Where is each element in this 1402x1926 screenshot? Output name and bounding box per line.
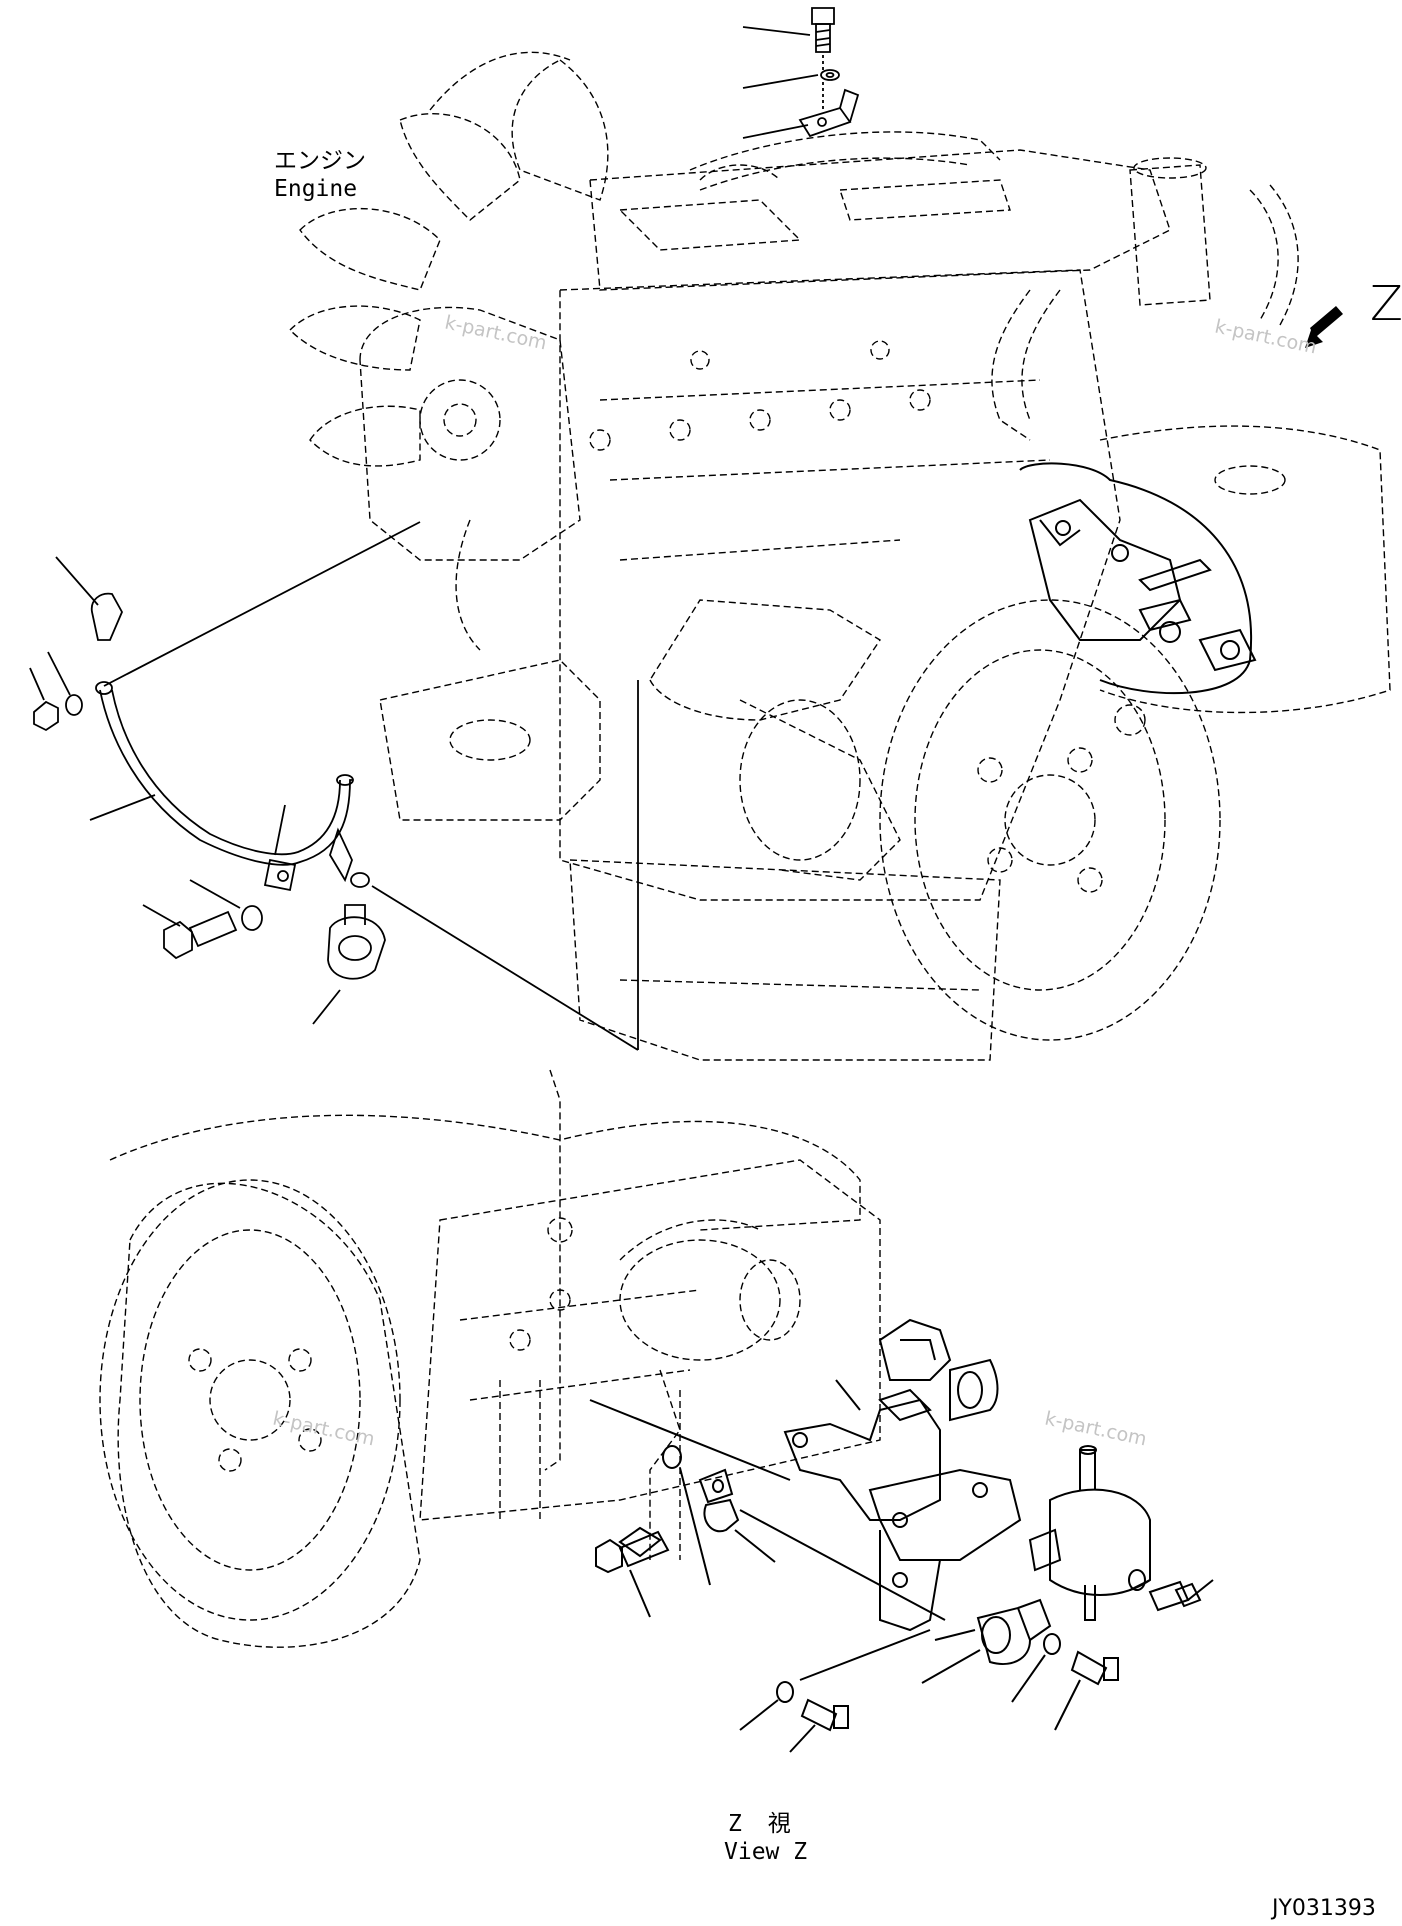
bracket-assembly-view-z [589,1318,1214,1753]
view-label-jp: Z 視 [728,1811,797,1837]
engine-phantom-outline [289,51,1391,1471]
view-label-en: View Z [724,1839,808,1865]
view-arrow-label: Z [1370,276,1402,332]
top-bolt-group [742,7,860,139]
view-z-phantom-outline [99,1114,881,1648]
arrow-down-left-icon [1305,306,1343,348]
engine-label-en: Engine [274,176,358,202]
engine-label-jp: エンジン [274,148,366,174]
figure-code: JY031393 [1272,1896,1376,1921]
bracket-assembly-upper [1019,462,1257,695]
ground-cable-group [29,521,639,1051]
